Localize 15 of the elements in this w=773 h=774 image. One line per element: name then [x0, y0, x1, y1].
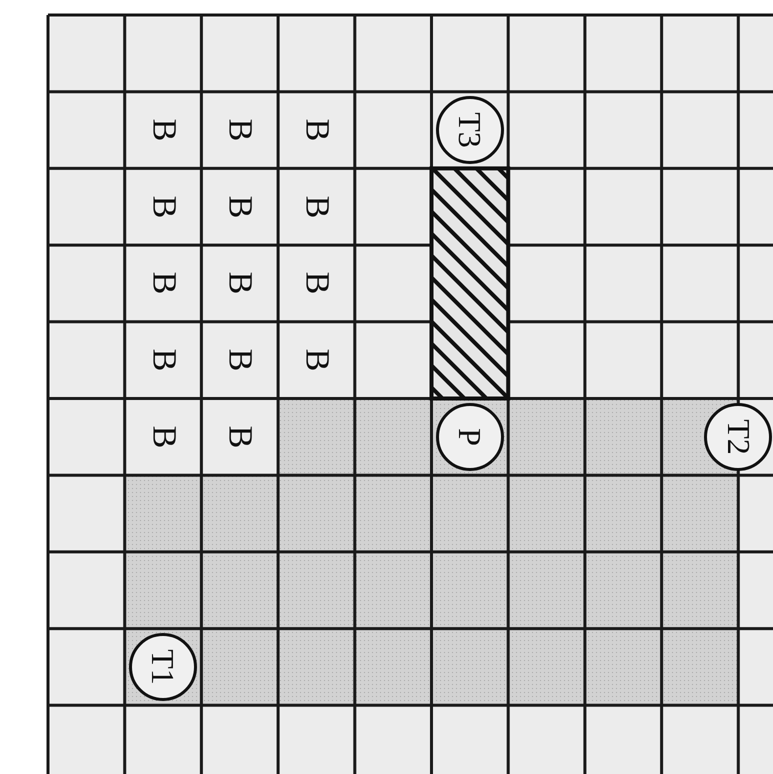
cell-letter: B — [297, 348, 336, 374]
cell-letter: B — [144, 118, 184, 144]
cell-letter: B — [297, 194, 336, 220]
cell-letter: B — [220, 424, 260, 450]
cell-letter: B — [220, 271, 260, 297]
cell-letter: B — [144, 194, 184, 220]
hatched-bar — [430, 166, 510, 400]
cell-letter: B — [220, 118, 260, 144]
cell-letter: B — [220, 348, 260, 374]
cell-letter: B — [144, 424, 184, 450]
cell-letter: B — [297, 118, 336, 144]
cell-letter: B — [297, 271, 336, 297]
cell-letter: B — [144, 271, 184, 297]
cell-letter: B — [220, 194, 260, 220]
cell-letter: B — [144, 348, 184, 374]
